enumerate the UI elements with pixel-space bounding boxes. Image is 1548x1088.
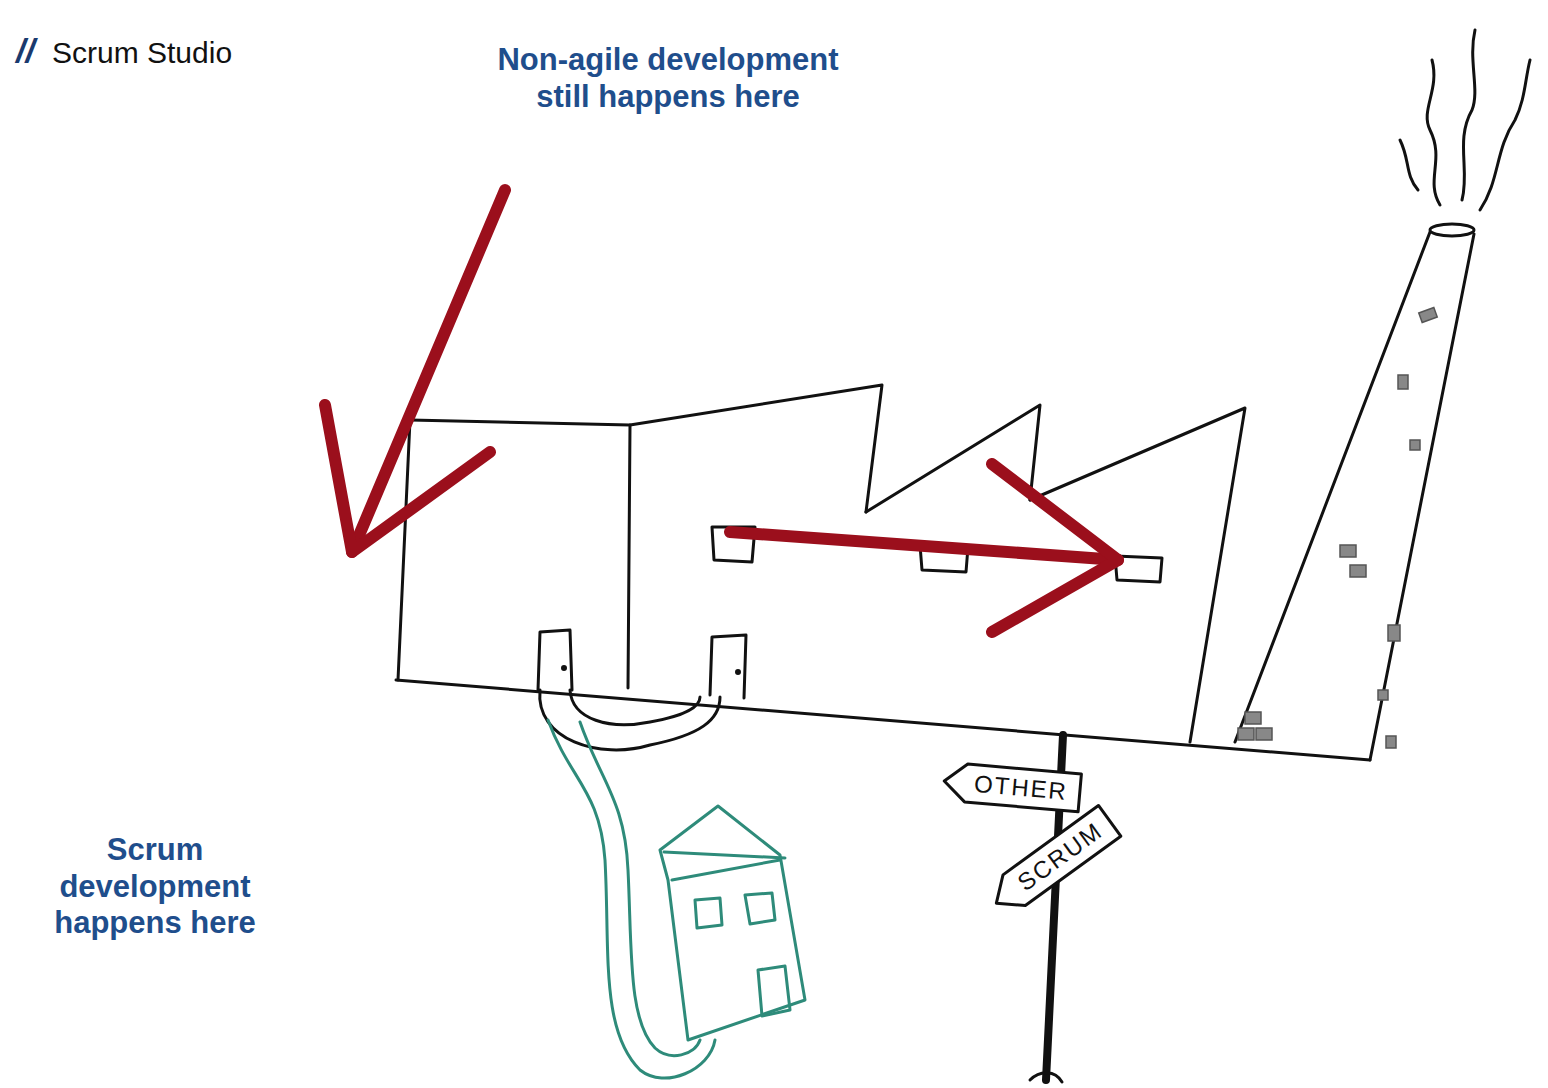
callout-note: Scrum development happens here	[20, 832, 290, 942]
sign-shape	[985, 805, 1121, 918]
brand-name: Scrum Studio	[52, 35, 352, 70]
callout-note: Non-agile development still happens here	[488, 42, 848, 115]
sign-shape	[943, 762, 1082, 812]
